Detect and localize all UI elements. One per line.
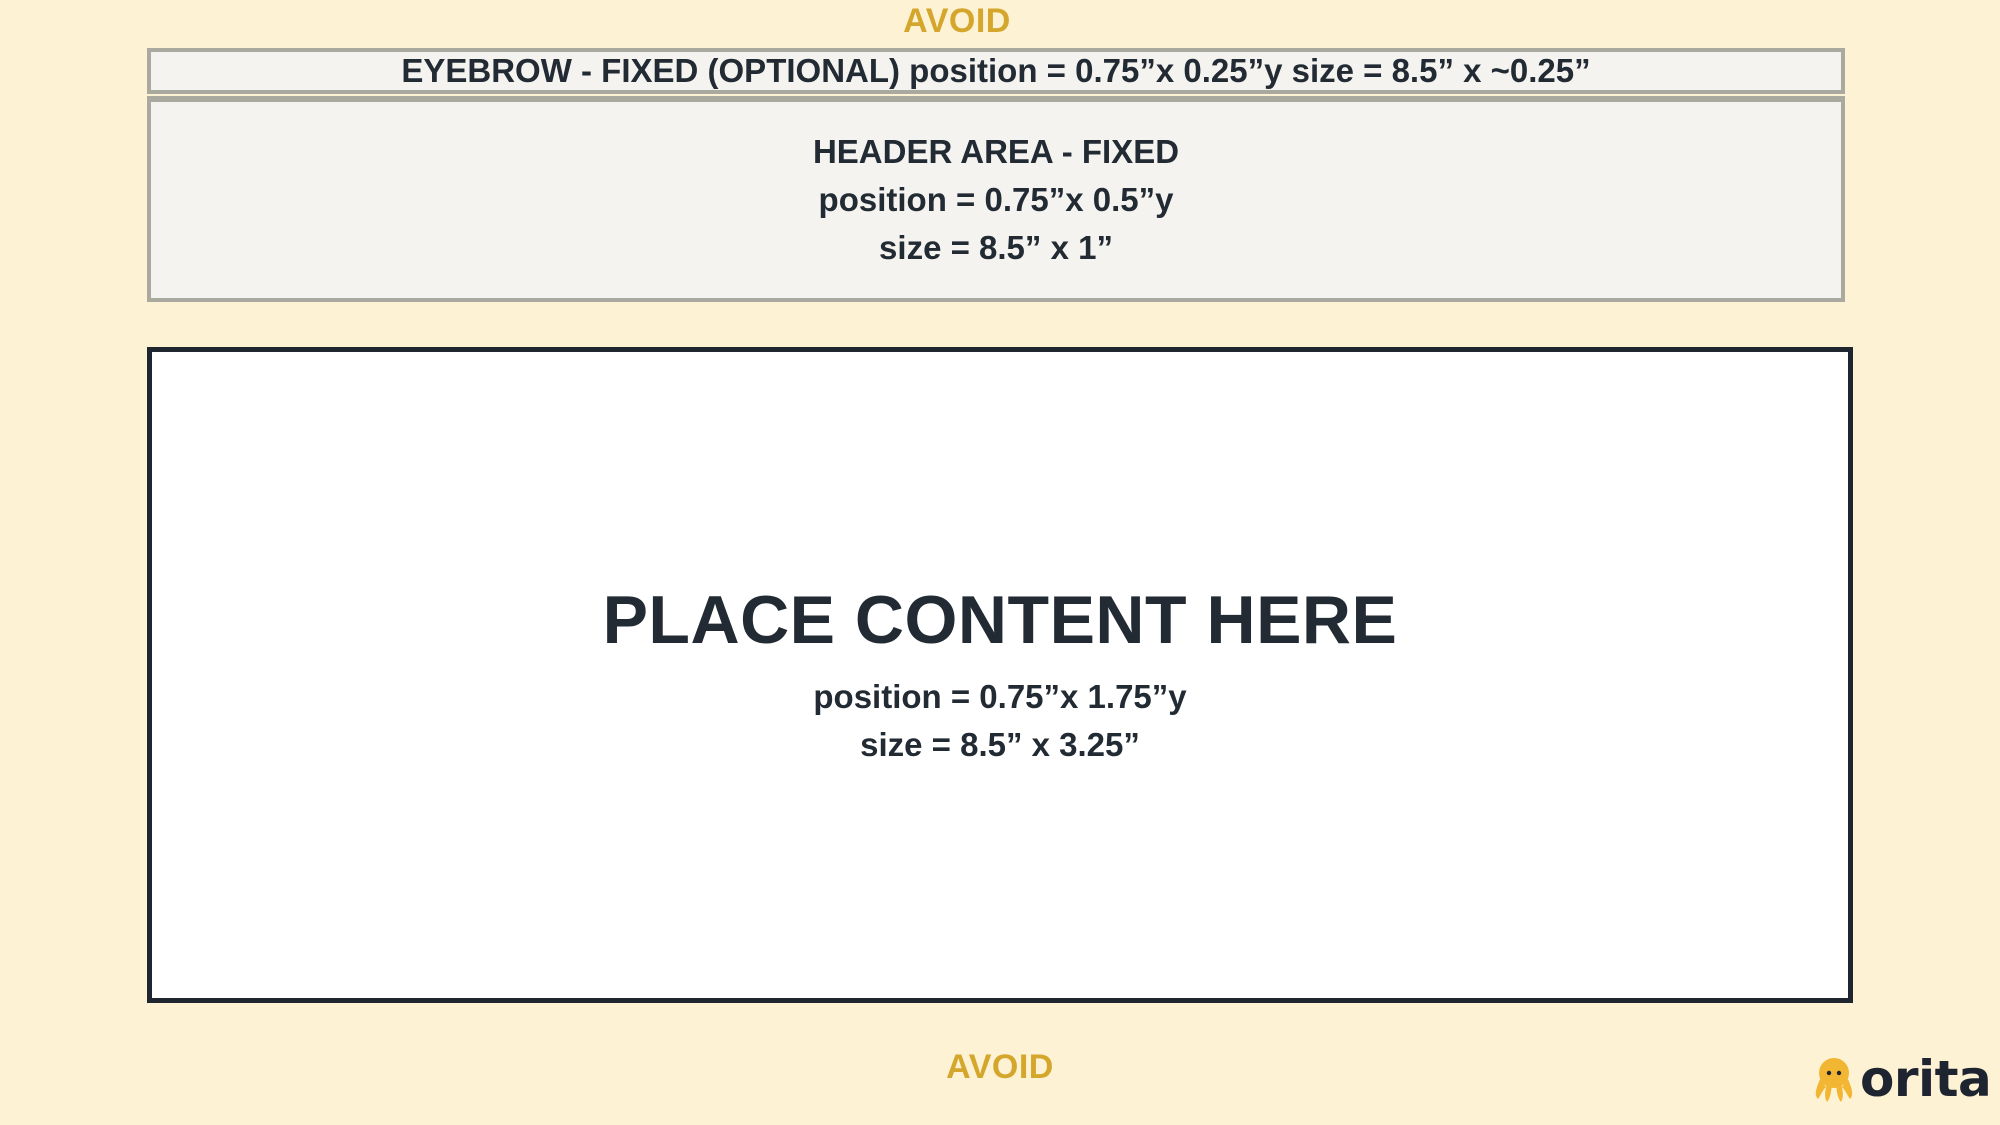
content-area-position: position = 0.75”x 1.75”y xyxy=(813,678,1187,715)
content-area-title: PLACE CONTENT HERE xyxy=(602,582,1398,658)
header-area-title: HEADER AREA - FIXED xyxy=(812,133,1180,170)
header-area-size: size = 8.5” x 1” xyxy=(879,229,1113,266)
avoid-bottom-label: AVOID xyxy=(946,1048,1054,1086)
octopus-icon xyxy=(1812,1055,1856,1103)
avoid-top-label: AVOID xyxy=(903,2,1011,40)
header-area-region: HEADER AREA - FIXED position = 0.75”x 0.… xyxy=(147,96,1845,302)
header-area-position: position = 0.75”x 0.5”y xyxy=(818,181,1174,218)
content-area-size: size = 8.5” x 3.25” xyxy=(860,726,1140,763)
logo-wordmark: orita xyxy=(1860,1050,1992,1108)
eyebrow-label: EYEBROW - FIXED (OPTIONAL) position = 0.… xyxy=(401,52,1591,89)
orita-logo: orita xyxy=(1812,1050,1992,1108)
content-area-region: PLACE CONTENT HERE position = 0.75”x 1.7… xyxy=(147,347,1853,1003)
eyebrow-region: EYEBROW - FIXED (OPTIONAL) position = 0.… xyxy=(147,48,1845,94)
